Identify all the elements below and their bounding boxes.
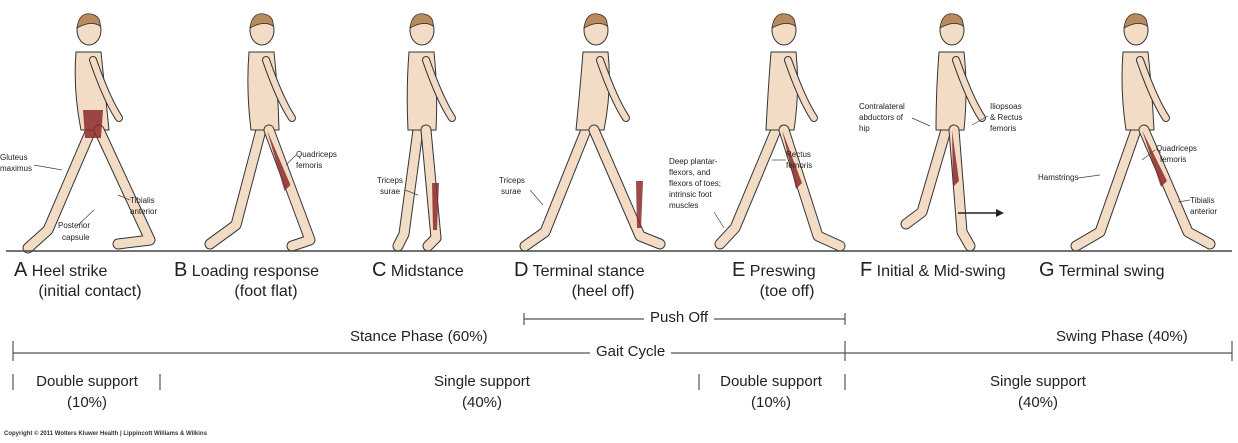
front-leg xyxy=(269,130,310,246)
label-tibialis-g-2: anterior xyxy=(1190,207,1217,216)
front-leg xyxy=(99,130,150,244)
support-2: Single support (40%) xyxy=(412,371,552,413)
walking-figure-b xyxy=(210,14,310,246)
back-leg xyxy=(525,130,586,246)
phase-letter-a: A xyxy=(14,259,27,281)
back-leg xyxy=(720,130,776,244)
phase-title-c: C Midstance xyxy=(372,260,502,282)
support-1: Double support (10%) xyxy=(20,371,154,413)
phase-name-d: Terminal stance xyxy=(533,263,645,280)
phase-name-c: Midstance xyxy=(391,263,464,280)
label-posterior-2: capsule xyxy=(62,233,90,242)
phase-name-e: Preswing xyxy=(750,263,816,280)
phase-letter-d: D xyxy=(514,259,528,281)
phase-sub-a: (initial contact) xyxy=(20,282,160,302)
label-quad-g-2: femoris xyxy=(1160,155,1186,164)
support-4-label: Single support xyxy=(968,371,1108,392)
phase-letter-e: E xyxy=(732,259,745,281)
walking-figures xyxy=(28,14,1210,248)
label-deep-1: Deep plantar- xyxy=(669,157,718,166)
phase-title-b: B Loading response xyxy=(174,260,374,282)
label-ilio-2: & Rectus xyxy=(990,113,1022,122)
label-contra-3: hip xyxy=(859,124,870,133)
label-triceps-c-2: surae xyxy=(380,187,401,196)
label-ilio-1: Iliopsoas xyxy=(990,102,1022,111)
push-off-label: Push Off xyxy=(644,309,714,326)
phase-title-d: D Terminal stance xyxy=(514,260,694,282)
label-tibialis-a-1: Tibialis xyxy=(130,196,155,205)
label-tibialis-g-1: Tibialis xyxy=(1190,196,1215,205)
support-4: Single support (40%) xyxy=(968,371,1108,413)
torso xyxy=(407,52,436,130)
phase-title-e: E Preswing xyxy=(732,260,842,282)
label-quad-b-2: femoris xyxy=(296,161,322,170)
muscle-highlight xyxy=(636,181,643,228)
label-hamstrings: Hamstrings xyxy=(1038,173,1078,182)
back-leg xyxy=(210,130,261,244)
label-contra-2: abductors of xyxy=(859,113,904,122)
gait-cycle-label: Gait Cycle xyxy=(590,343,671,360)
label-deep-4: intrinsic foot xyxy=(669,190,712,199)
support-3: Double support (10%) xyxy=(704,371,838,413)
walking-figure-e xyxy=(720,14,840,246)
label-gluteus-1: Gluteus xyxy=(0,153,28,162)
support-1-label: Double support xyxy=(20,371,154,392)
support-4-pct: (40%) xyxy=(968,392,1108,413)
phase-title-a: A Heel strike xyxy=(14,260,194,282)
support-1-pct: (10%) xyxy=(20,392,154,413)
phase-name-f: Initial & Mid-swing xyxy=(877,263,1006,280)
walking-figure-d xyxy=(525,14,660,246)
label-posterior-1: Posterior xyxy=(58,221,90,230)
label-quad-g-1: Quadriceps xyxy=(1156,144,1197,153)
label-gluteus-2: maximus xyxy=(0,164,32,173)
support-2-label: Single support xyxy=(412,371,552,392)
phase-name-a: Heel strike xyxy=(32,263,108,280)
phase-letter-f: F xyxy=(860,259,872,281)
front-leg xyxy=(784,130,840,246)
support-2-pct: (40%) xyxy=(412,392,552,413)
phase-sub-b: (foot flat) xyxy=(206,282,326,302)
support-3-label: Double support xyxy=(704,371,838,392)
label-contra-1: Contralateral xyxy=(859,102,905,111)
phase-letter-b: B xyxy=(174,259,187,281)
support-3-pct: (10%) xyxy=(704,392,838,413)
label-ilio-3: femoris xyxy=(990,124,1016,133)
phase-name-b: Loading response xyxy=(192,263,319,280)
label-deep-5: muscles xyxy=(669,201,698,210)
phase-title-f: F Initial & Mid-swing xyxy=(860,260,1040,282)
label-rectus-e-2: femoris xyxy=(786,161,812,170)
phase-letter-g: G xyxy=(1039,259,1055,281)
phase-title-g: G Terminal swing xyxy=(1039,260,1229,282)
copyright-note: Copyright © 2011 Wolters Kluwer Health |… xyxy=(4,431,207,437)
stance-phase-label: Stance Phase (60%) xyxy=(350,328,488,345)
back-leg xyxy=(28,130,91,248)
walking-figure-f xyxy=(906,14,982,246)
phase-name-g: Terminal swing xyxy=(1059,263,1165,280)
muscle-highlight xyxy=(267,130,291,191)
label-triceps-d-1: Triceps xyxy=(499,176,525,185)
phase-sub-d: (heel off) xyxy=(548,282,658,302)
label-tibialis-a-2: anterior xyxy=(130,207,157,216)
label-deep-3: flexors of toes; xyxy=(669,179,721,188)
label-triceps-c-1: Triceps xyxy=(377,176,403,185)
back-leg xyxy=(906,130,946,224)
label-quad-b-1: Quadriceps xyxy=(296,150,337,159)
front-leg xyxy=(594,130,660,244)
phase-letter-c: C xyxy=(372,259,386,281)
swing-phase-label: Swing Phase (40%) xyxy=(1056,328,1188,345)
label-rectus-e-1: Rectus xyxy=(786,150,811,159)
walking-figure-c xyxy=(398,14,452,246)
label-deep-2: flexors, and xyxy=(669,168,710,177)
label-triceps-d-2: surae xyxy=(501,187,522,196)
phase-sub-e: (toe off) xyxy=(732,282,842,302)
muscle-highlight xyxy=(83,110,103,138)
